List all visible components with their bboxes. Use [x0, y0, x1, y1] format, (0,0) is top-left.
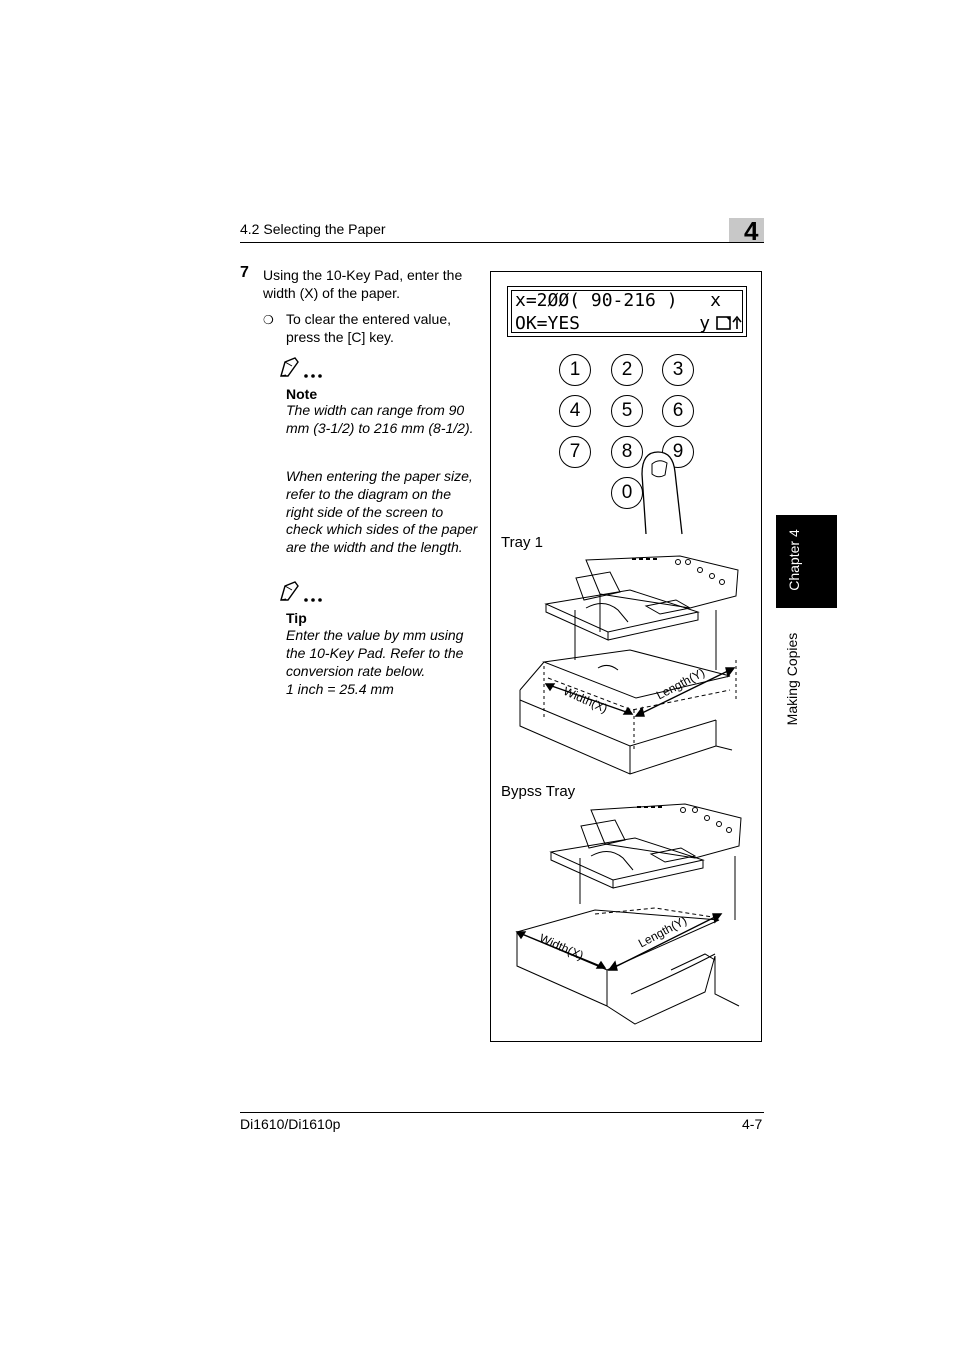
lcd-line-2: OK=YES y — [515, 313, 711, 334]
footer-page-number: 4-7 — [742, 1116, 763, 1132]
bullet-text: To clear the entered value, press the [C… — [286, 311, 451, 345]
chapter-side-tab — [776, 515, 837, 608]
step-text: Using the 10-Key Pad, enter the width (X… — [263, 267, 463, 301]
chapter-number-box — [729, 218, 764, 242]
paper-orientation-icon — [716, 315, 742, 330]
tray1-illustration — [519, 555, 739, 775]
lcd-inner-frame — [511, 290, 743, 333]
key-0: 0 — [611, 477, 643, 509]
key-4: 4 — [559, 395, 591, 427]
step-number: 7 — [240, 264, 249, 281]
pencil-tip-icon — [280, 581, 322, 602]
finger-icon — [641, 451, 683, 535]
note-title: Note — [286, 386, 318, 402]
chapter-number: 4 — [744, 216, 759, 246]
tip-title: Tip — [286, 610, 307, 626]
bypass-tray-label: Bypss Tray — [501, 783, 576, 800]
header-rule — [240, 242, 764, 243]
key-8: 8 — [611, 436, 643, 468]
key-3: 3 — [662, 354, 694, 386]
lcd-line-1: x=2ØØ( 90-216 ) x — [515, 290, 721, 311]
key-7: 7 — [559, 436, 591, 468]
footer-model: Di1610/Di1610p — [240, 1116, 341, 1132]
figure-box — [490, 271, 762, 1042]
lcd-display: x=2ØØ( 90-216 ) x OK=YES y — [507, 286, 747, 337]
footer-rule — [240, 1112, 764, 1113]
bypass-tray-illustration — [515, 803, 742, 1025]
key-9: 9 — [662, 436, 694, 468]
note-paragraph-2: When entering the paper size, refer to t… — [286, 468, 478, 556]
section-title: 4.2 Selecting the Paper — [240, 221, 386, 237]
key-2: 2 — [611, 354, 643, 386]
key-5: 5 — [611, 395, 643, 427]
note-paragraph-1: The width can range from 90 mm (3-1/2) t… — [286, 402, 474, 436]
key-6: 6 — [662, 395, 694, 427]
tip-text: Enter the value by mm using the 10-Key P… — [286, 627, 464, 679]
side-tab-chapter: Chapter 4 — [786, 529, 802, 591]
side-tab-section: Making Copies — [784, 632, 800, 726]
bullet-circle-icon: ❍ — [263, 313, 274, 327]
pencil-note-icon — [280, 357, 322, 378]
tip-conversion: 1 inch = 25.4 mm — [286, 681, 394, 697]
tray1-label: Tray 1 — [501, 534, 543, 551]
key-1: 1 — [559, 354, 591, 386]
